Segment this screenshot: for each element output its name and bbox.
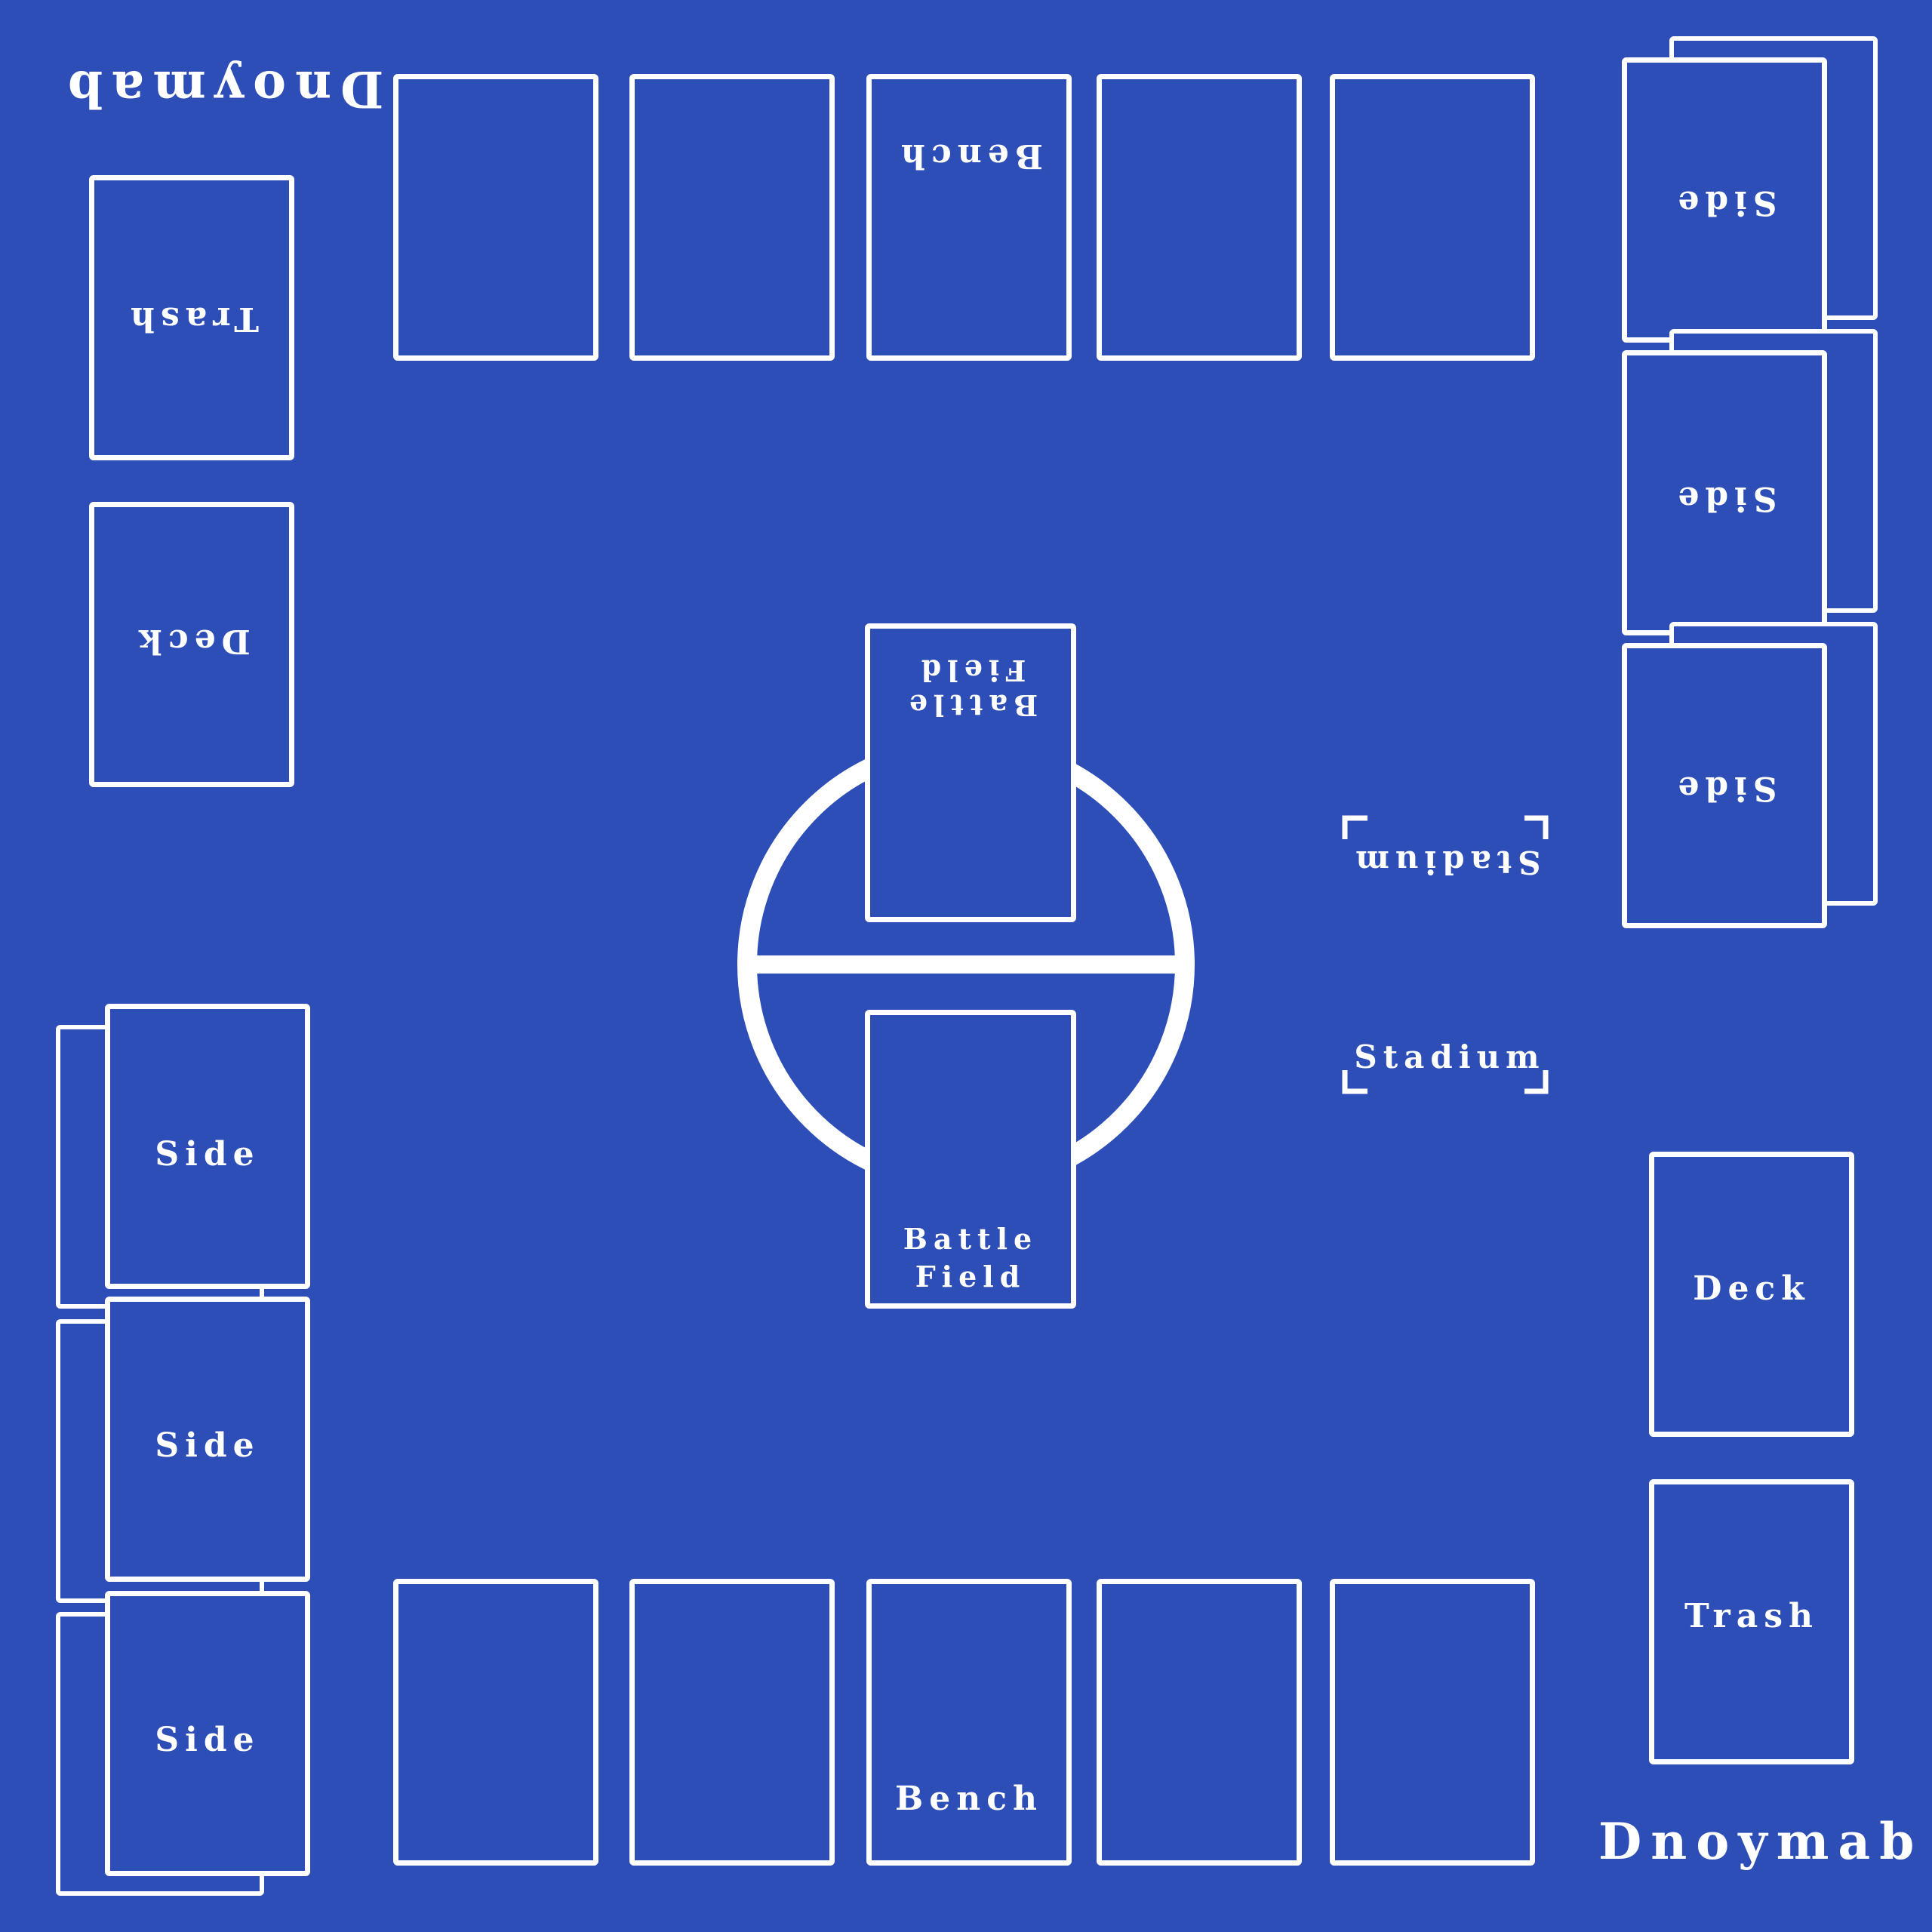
player-side-slot-1[interactable]: Side xyxy=(105,1004,310,1289)
player-deck-label: Deck xyxy=(1693,1269,1810,1308)
player-bench-slot-5[interactable] xyxy=(1330,1579,1535,1866)
player-deck-slot[interactable]: Deck xyxy=(1649,1152,1854,1437)
opponent-battle-field-slot[interactable]: Battle Field xyxy=(865,623,1076,922)
player-battle-field-slot[interactable]: Battle Field xyxy=(865,1010,1076,1309)
player-bench-slot-4[interactable] xyxy=(1097,1579,1302,1866)
player-trash-label: Trash xyxy=(1684,1597,1819,1635)
player-side-label-2: Side xyxy=(155,1426,260,1465)
opponent-side-slot-2[interactable]: Side xyxy=(1622,350,1827,635)
opponent-bench-slot-2[interactable] xyxy=(629,74,835,361)
opponent-stadium-label: Stadium xyxy=(1349,844,1541,881)
player-side-slot-2[interactable]: Side xyxy=(105,1297,310,1582)
player-side-label-3: Side xyxy=(155,1721,260,1759)
opponent-deck-slot[interactable]: Deck xyxy=(89,502,294,787)
opponent-bench-slot-4[interactable] xyxy=(1097,74,1302,361)
player-bench-slot-1[interactable] xyxy=(393,1579,598,1866)
player-side-slot-3[interactable]: Side xyxy=(105,1591,310,1876)
player-battle-field-label: Battle Field xyxy=(903,1222,1038,1294)
center-divider xyxy=(747,955,1185,974)
player-stadium-label: Stadium xyxy=(1354,1038,1546,1075)
opponent-bench-slot-5[interactable] xyxy=(1330,74,1535,361)
player-bench-slot-2[interactable] xyxy=(629,1579,835,1866)
player-side-label-1: Side xyxy=(155,1135,260,1174)
opponent-bench-slot-3[interactable]: Bench xyxy=(866,74,1072,361)
opponent-side-slot-3[interactable]: Side xyxy=(1622,643,1827,928)
player-trash-slot[interactable]: Trash xyxy=(1649,1479,1854,1764)
player-bench-slot-3[interactable]: Bench xyxy=(866,1579,1072,1866)
opponent-bench-slot-1[interactable] xyxy=(393,74,598,361)
brand-bottom: Dnoymab xyxy=(1598,1812,1924,1871)
player-bench-label: Bench xyxy=(895,1780,1043,1818)
opponent-trash-slot[interactable]: Trash xyxy=(89,175,294,460)
